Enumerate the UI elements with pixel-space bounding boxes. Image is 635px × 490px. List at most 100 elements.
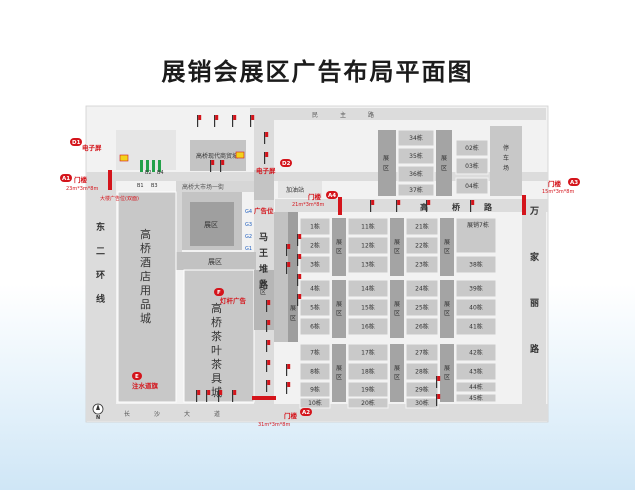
marker-c[interactable]: 广告位: [254, 206, 274, 215]
building-col1-1-label: 1栋: [310, 223, 320, 231]
building-col5-1-label: 02栋: [465, 144, 479, 152]
pole-29-post: [232, 390, 234, 402]
pole-13-post: [266, 380, 268, 392]
pole-8-post: [297, 294, 299, 306]
marker-d1-badge: [70, 138, 82, 146]
area-jiayou: [278, 181, 322, 198]
road-label-bottom-2: 沙: [154, 411, 160, 418]
zone-label-left-b: 区: [260, 289, 266, 296]
road-label-min-zhu-2: 主: [340, 111, 346, 119]
zone-strip-1: [332, 218, 346, 276]
pole-22-banner: [371, 200, 375, 205]
road-min-zhu-lu: [250, 108, 546, 120]
building-col2-7-label: 17栋: [361, 349, 375, 357]
ad-poles: [196, 115, 475, 406]
building-col5-3-block: [455, 177, 489, 195]
building-col4-1-block: [397, 129, 435, 147]
pole-29-banner: [233, 390, 237, 395]
hotel-mall-char-6: 品: [140, 298, 151, 311]
building-col2-3-block: [347, 255, 389, 274]
building-col3-10-block: [405, 397, 439, 409]
building-col1-5-label: 5栋: [310, 304, 320, 312]
pole-11-banner: [267, 340, 271, 345]
tea-mall-char-4: 叶: [211, 344, 222, 357]
building-col3-2-label: 22栋: [415, 242, 429, 250]
building-col1-1-block: [299, 217, 331, 236]
marker-a3-size: 15m*3m*8m: [542, 189, 574, 195]
marker-a1-badge: [60, 174, 72, 182]
marker-a2[interactable]: A2 门楼 31m*3m*8m: [258, 408, 312, 428]
b-code-2: B2: [145, 170, 152, 176]
building-col5-1-block: [455, 139, 489, 157]
building-col4-4-label: 37栋: [409, 186, 423, 194]
building-col3-3-label: 23栋: [415, 261, 429, 269]
building-col5-2-block: [455, 157, 489, 175]
green-banner-3: [152, 160, 155, 172]
building-col3-5-block: [405, 298, 439, 317]
building-col5-4-block: [455, 255, 497, 274]
building-col1-10-block: [299, 397, 331, 409]
road-label-dong-2: 二: [96, 247, 105, 257]
gates: [108, 151, 526, 400]
pole-31-banner: [437, 394, 441, 399]
zone-strip-4: [390, 218, 404, 276]
pole-5-banner: [298, 234, 302, 239]
pole-25-banner: [471, 200, 475, 205]
marker-d1[interactable]: D1 电子屏: [70, 138, 102, 152]
building-col2-1-block: [347, 217, 389, 236]
building-col3-4-block: [405, 279, 439, 298]
marker-a4[interactable]: A4 门楼 21m*3m*8m: [292, 191, 338, 208]
pole-18-banner: [265, 152, 269, 157]
building-col1-7-label: 7栋: [310, 349, 320, 357]
pole-17-post: [286, 262, 288, 274]
marker-a1[interactable]: A1 门楼 23m*3m*8m: [60, 174, 98, 192]
green-banner-1: [140, 160, 143, 172]
green-banner-2: [146, 160, 149, 172]
building-col2-10-block: [347, 397, 389, 409]
marker-f[interactable]: F 灯杆广告: [214, 288, 247, 305]
pole-24-post: [426, 200, 428, 212]
area-zhan-qu-left-vertical: [254, 270, 274, 330]
marker-d2-label: 电子屏: [256, 166, 276, 175]
zone-strip-9: [440, 344, 454, 402]
building-col1-9-label: 9栋: [310, 386, 320, 394]
building-col3-5-label: 25栋: [415, 304, 429, 312]
zone-strip-8: [440, 280, 454, 338]
road-gao-qiao-lu: [86, 172, 548, 181]
marker-a3-label: 门楼: [548, 179, 562, 188]
road-dong-er-huan: [86, 181, 116, 421]
special-building-block: [455, 217, 497, 254]
pole-16-post: [286, 244, 288, 256]
zone-label-5a: 展: [394, 301, 400, 308]
screen-d2: [235, 151, 245, 159]
zone-label-strip-a: 展: [290, 305, 296, 312]
zone-label-4a: 展: [394, 239, 400, 246]
pole-10-post: [266, 320, 268, 332]
pole-10-banner: [267, 320, 271, 325]
building-col2-10-label: 20栋: [361, 399, 375, 407]
building-col3-10-label: 30栋: [415, 399, 429, 407]
marker-a2-badge-text: A2: [302, 410, 310, 416]
zone-label-10a: 展: [383, 155, 389, 162]
hotel-mall-char-4: 店: [140, 269, 151, 283]
marker-e[interactable]: E 注水道旗: [132, 372, 159, 390]
large-areas: [116, 126, 522, 403]
zone-label-3b: 区: [336, 374, 342, 381]
zone-label-8b: 区: [444, 310, 450, 317]
building-col4-3-block: [397, 165, 435, 183]
marker-d2[interactable]: D2 电子屏: [256, 159, 292, 175]
zone-strip-11: [436, 130, 452, 196]
road-inner-horizontal-2: [176, 252, 256, 270]
pole-27-banner: [207, 390, 211, 395]
building-col1-6-block: [299, 317, 331, 336]
road-label-wan-1: 万: [529, 206, 539, 217]
pole-19-post: [264, 132, 266, 144]
hotel-mall-char-7: 城: [140, 312, 151, 325]
pole-19-banner: [265, 132, 269, 137]
page-title: 展销会展区广告布局平面图: [161, 58, 474, 86]
building-col1-3-label: 3栋: [310, 261, 320, 269]
marker-a4-label: 门楼: [308, 192, 322, 201]
hotel-mall-char-2: 桥: [140, 242, 151, 255]
marker-a3[interactable]: A3 门楼 15m*3m*8m: [542, 178, 580, 195]
hotel-mall-char-3: 酒: [140, 256, 151, 269]
